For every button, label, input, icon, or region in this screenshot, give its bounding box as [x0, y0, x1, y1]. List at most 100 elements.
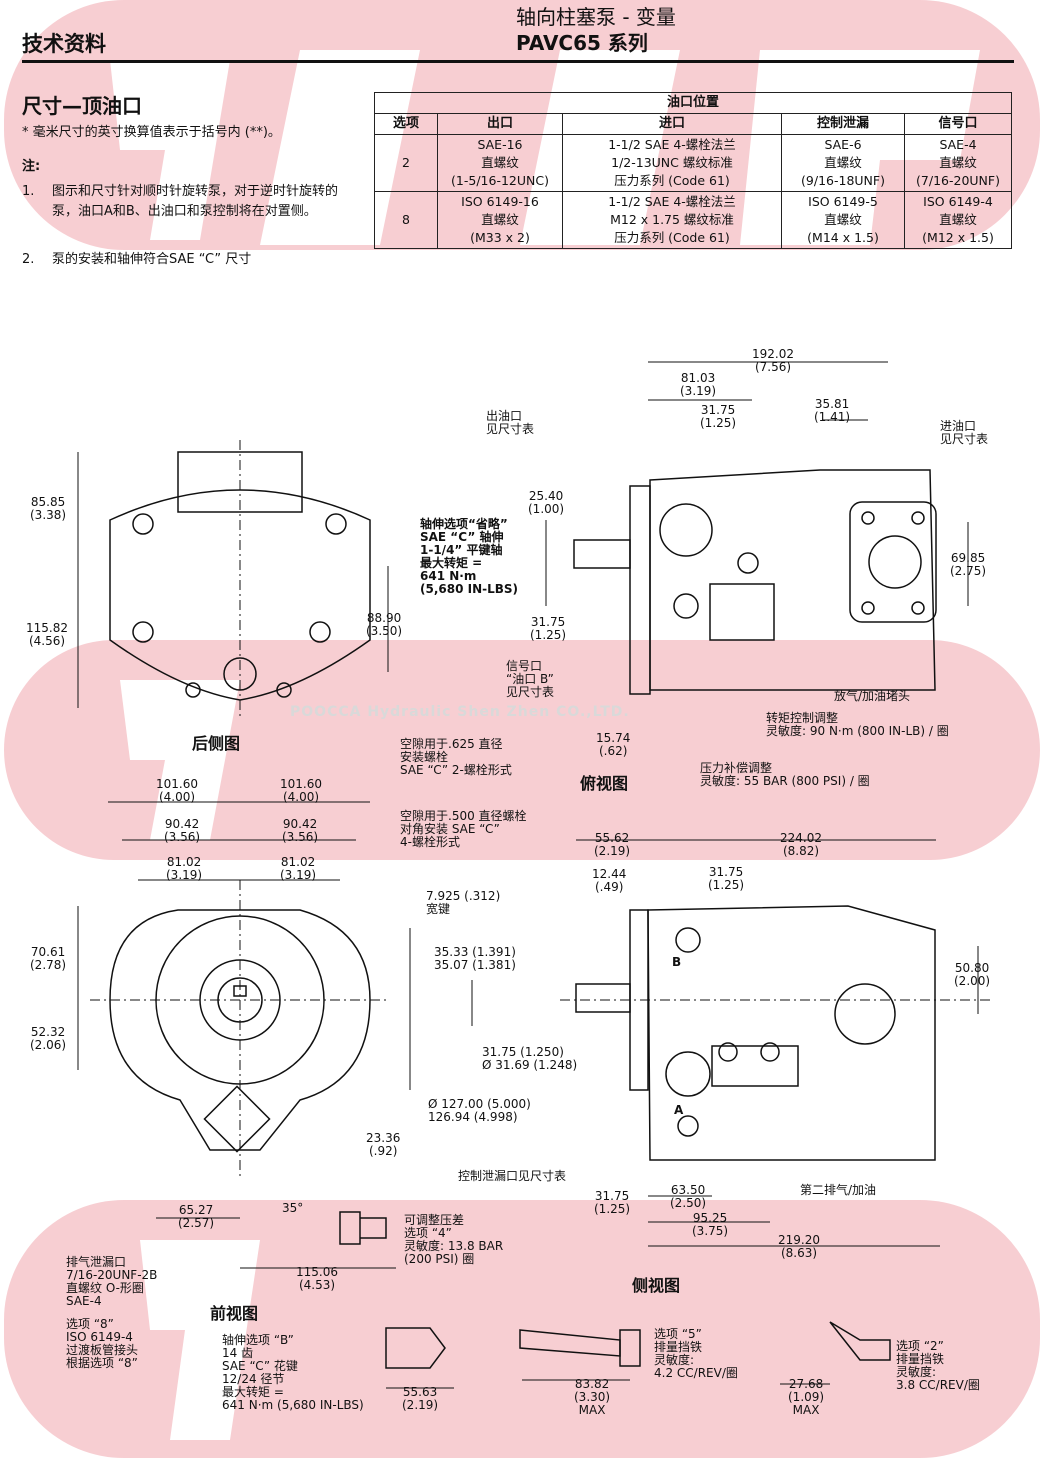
callout-inlet: 进油口见尺寸表	[940, 420, 988, 446]
note-2-text: 泵的安装和轴伸符合SAE “C” 尺寸	[52, 252, 252, 267]
top-outlet-port	[659, 503, 713, 557]
dim-value: 95.25	[692, 1211, 728, 1225]
dim-52-32: 52.32(2.06)	[30, 1026, 66, 1052]
header-title-line1: 轴向柱塞泵 - 变量	[516, 5, 676, 29]
dim-15-74: 15.74(.62)	[596, 732, 630, 758]
rear-bolt-bl	[132, 621, 154, 643]
dim-inch: (8.82)	[782, 844, 820, 858]
callout-bleed-plug: 放气/加油堵头	[834, 689, 911, 703]
dim-63-50: 63.50(2.50)	[670, 1184, 706, 1210]
side-large-port	[665, 1051, 711, 1097]
dim-81-02-right: 81.02(3.19)	[280, 856, 316, 882]
view-title-side: 侧视图	[632, 1276, 681, 1295]
top-port-b	[673, 593, 699, 619]
cell-line: SAE-6	[824, 137, 862, 152]
dim-inch: (2.75)	[950, 564, 987, 578]
callout-line: 14 齿	[222, 1346, 254, 1360]
dim-inch: (4.56)	[28, 634, 66, 648]
dim-90-42-right: 90.42(3.56)	[282, 818, 318, 844]
cell-line: (M33 x 2)	[470, 230, 530, 245]
rear-view-drawing	[109, 440, 371, 720]
top-inlet-bolt	[911, 601, 925, 615]
cell-line: ISO 6149-4	[923, 194, 993, 209]
top-mount-flange	[629, 485, 651, 695]
dim-value: 101.60	[280, 777, 322, 791]
dim-value: 90.42	[164, 817, 200, 831]
note-1-number: 1.	[22, 184, 35, 199]
logo-band-bottom	[4, 1200, 1040, 1458]
side-port-a	[677, 1115, 699, 1137]
callout-line: 安装螺栓	[400, 750, 449, 764]
callout-line: 对角安装 SAE “C”	[400, 822, 500, 836]
side-body	[647, 905, 936, 1161]
callout-line: 压力补偿调整	[700, 761, 773, 775]
cell-line: 直螺纹	[939, 155, 977, 170]
callout-line: 选项 “8”	[66, 1317, 114, 1331]
dim-50-80: 50.80(2.00)	[954, 962, 990, 988]
dim-value: 83.82	[574, 1377, 610, 1391]
cell-line: 直螺纹	[481, 155, 519, 170]
callout-line: 轴伸选项 “B”	[222, 1333, 294, 1347]
callout-line: 灵敏度: 90 N·m (800 IN-LB) / 圈	[766, 724, 949, 738]
dim-value: 15.74	[596, 731, 631, 745]
dim-value: 126.94 (4.998)	[428, 1110, 518, 1124]
callout-drain-port: 控制泄漏口见尺寸表	[458, 1169, 567, 1183]
callout-line: 选项 “5”	[654, 1327, 702, 1341]
callout-line: 1-1/4” 平键轴	[420, 543, 503, 557]
dim-inch: (3.38)	[30, 508, 67, 522]
top-inlet-bolt	[911, 511, 925, 525]
logo-letter-p-mid	[120, 680, 240, 840]
dim-inch: (3.30)	[574, 1390, 611, 1404]
callout-line: 7/16-20UNF-2B	[66, 1268, 158, 1282]
callout-outlet: 出油口见尺寸表	[486, 410, 534, 436]
dim-27-68: 27.68(1.09)MAX	[788, 1378, 824, 1417]
callout-line: 4.2 CC/REV/圈	[654, 1366, 738, 1380]
dim-value: 70.61	[30, 945, 66, 959]
callout-line: SAE-4	[66, 1294, 102, 1308]
callout-line: 641 N·m	[420, 569, 477, 583]
dim-83-82: 83.82(3.30)MAX	[574, 1378, 610, 1417]
top-shaft	[573, 539, 631, 569]
cell-line: 直螺纹	[481, 212, 519, 227]
dim-inch: (1.41)	[814, 410, 851, 424]
option-4-adjuster	[339, 1211, 387, 1245]
dim-95-25: 95.25(3.75)	[692, 1212, 728, 1238]
dim-219-20: 219.20(8.63)	[778, 1234, 820, 1260]
callout-line: 过渡板管接头	[66, 1343, 139, 1357]
cell-line: (1-5/16-12UNC)	[451, 173, 549, 188]
dim-value: 55.62	[594, 831, 630, 845]
callout-shaft-omit: 轴伸选项“省略” SAE “C” 轴伸 1-1/4” 平键轴 最大转矩 = 64…	[420, 518, 518, 596]
dim-value: 219.20	[778, 1233, 820, 1247]
dim-value: 63.50	[670, 1183, 706, 1197]
dim-value: 12.44	[592, 867, 627, 881]
cell-line: 1-1/2 SAE 4-螺栓法兰	[608, 194, 736, 209]
dim-value: 31.75	[530, 615, 566, 629]
callout-line: SAE “C” 花键	[222, 1359, 298, 1373]
cell-line: SAE-4	[939, 137, 977, 152]
callout-second-bleed: 第二排气/加油	[800, 1183, 877, 1197]
watermark-text: POOCCA Hydraulic Shen Zhen CO.,LTD.	[290, 704, 630, 720]
dim-value: 81.03	[680, 371, 716, 385]
cell-line: (M12 x 1.5)	[922, 230, 994, 245]
callout-line: 信号口	[506, 659, 543, 673]
callout-line: 转矩控制调整	[766, 711, 839, 725]
dim-35-degree: 35°	[282, 1201, 304, 1215]
callout-line: 空隙用于.625 直径	[400, 737, 503, 751]
callout-line: 灵敏度: 13.8 BAR	[404, 1239, 504, 1253]
dim-inch: (2.19)	[594, 844, 631, 858]
front-view-drawing	[90, 880, 390, 1180]
view-title-top: 俯视图	[580, 774, 629, 793]
dim-value: 115.82	[26, 621, 68, 635]
cell-line: 1-1/2 SAE 4-螺栓法兰	[608, 137, 736, 152]
cell-line: (M14 x 1.5)	[807, 230, 879, 245]
dim-value: 85.85	[30, 495, 66, 509]
dim-31-75-d: 31.75 (1.250)Ø 31.69 (1.248)	[482, 1046, 577, 1072]
dim-inch: (1.25)	[700, 416, 737, 430]
callout-line: “油口 B”	[506, 672, 554, 686]
dim-inch: (1.25)	[530, 628, 567, 642]
dim-value: 31.75	[708, 865, 744, 879]
